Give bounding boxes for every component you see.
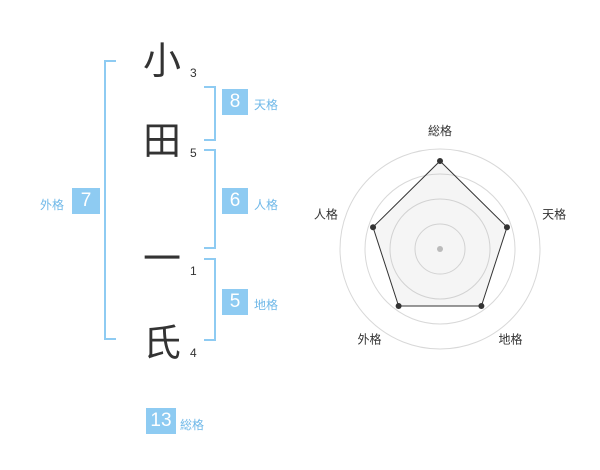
radar-ring-3	[364, 173, 516, 325]
radar-point-1	[437, 158, 443, 164]
chikaku-label: 地格	[254, 298, 279, 312]
gaikaku-value: 7	[72, 188, 100, 214]
name-char-4: 氏	[142, 321, 181, 365]
tenkaku-value: 8	[222, 89, 248, 115]
radar-point-3	[478, 302, 485, 309]
tenkaku-label: 天格	[254, 98, 279, 112]
stroke-count-2: 5	[190, 146, 197, 160]
radar-label-3: 地格	[499, 332, 523, 347]
gaikaku-label: 外格	[40, 198, 65, 212]
stroke-count-1: 3	[190, 66, 197, 80]
radar-area	[372, 160, 508, 307]
radar-label-4: 外格	[357, 332, 381, 347]
stroke-count-4: 4	[190, 346, 197, 360]
jinkaku-bracket	[204, 149, 216, 249]
radar-label-2: 天格	[542, 206, 566, 221]
name-char-2: 田	[142, 119, 181, 163]
radar-point-5	[370, 224, 377, 231]
jinkaku-label: 人格	[254, 198, 279, 212]
radar-ring-2	[389, 198, 491, 300]
stroke-count-3: 1	[190, 264, 197, 278]
chikaku-value: 5	[222, 289, 248, 315]
chikaku-bracket	[204, 258, 216, 341]
name-char-3: 一	[142, 237, 181, 281]
radar-label-1: 総格	[428, 123, 452, 138]
gaikaku-bracket	[104, 60, 116, 340]
soukaku-label: 総格	[180, 418, 205, 432]
radar-point-2	[503, 224, 510, 231]
radar-center	[437, 246, 443, 252]
radar-label-5: 人格	[314, 206, 338, 221]
radar-point-4	[395, 302, 402, 309]
radar-ring-4	[339, 148, 541, 350]
name-char-1: 小	[142, 39, 181, 83]
jinkaku-value: 6	[222, 188, 248, 214]
radar-ring-1	[414, 223, 466, 275]
soukaku-value: 13	[146, 408, 176, 434]
tenkaku-bracket	[204, 86, 216, 141]
